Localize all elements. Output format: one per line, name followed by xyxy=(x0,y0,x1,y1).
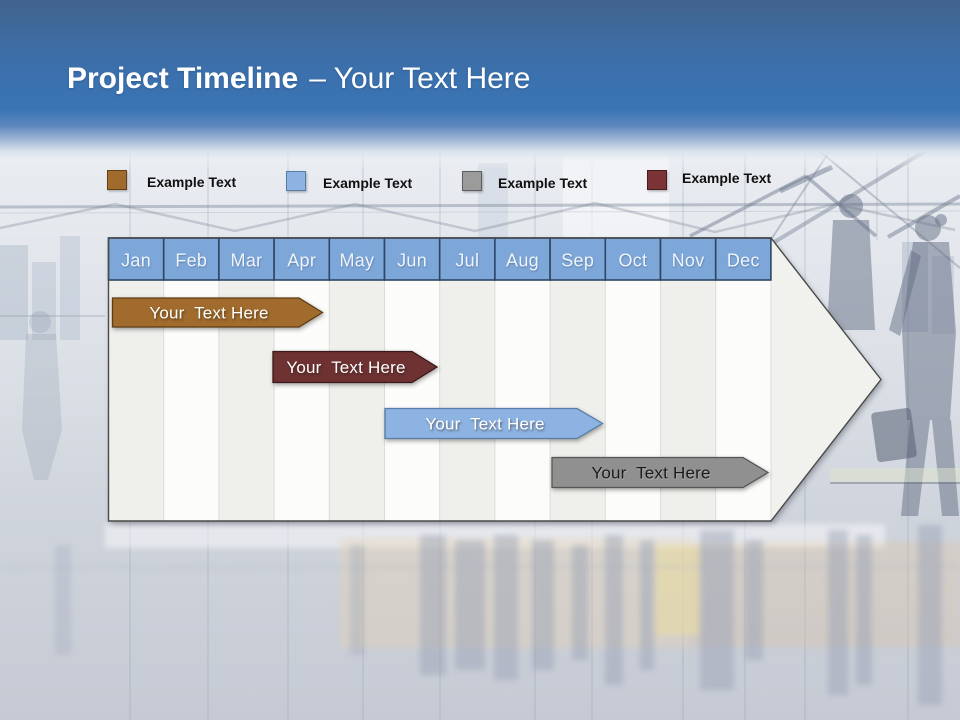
legend-swatch-blue xyxy=(286,171,306,191)
column-stripe xyxy=(329,280,385,521)
chart-reflection-band xyxy=(105,524,885,548)
floor-line xyxy=(0,565,960,569)
month-label: Apr xyxy=(287,251,316,271)
slide-title-subtext: – Your Text Here xyxy=(309,62,531,95)
building-block xyxy=(60,236,80,340)
timeline-arrow-outline xyxy=(107,237,882,522)
month-label: Nov xyxy=(672,251,705,271)
person-body xyxy=(22,334,62,480)
person-torso xyxy=(827,220,875,330)
bar-label: Your Text Here xyxy=(591,464,710,483)
person-hair-bun xyxy=(935,214,947,226)
railing-line xyxy=(0,210,960,214)
month-cell xyxy=(383,237,441,281)
column-stripe xyxy=(439,280,495,521)
timeline-bar-brown: Your Text Here xyxy=(111,297,324,328)
bar-shape-brown xyxy=(111,297,324,328)
slide-title-bold: Project Timeline xyxy=(67,62,299,95)
bar-label: Your Text Here xyxy=(149,304,268,323)
bright-reflection xyxy=(655,545,700,635)
bar-shape-gray xyxy=(551,456,770,489)
building-block xyxy=(32,262,56,340)
bar-label: Your Text Here xyxy=(425,415,544,434)
person-head xyxy=(915,215,941,241)
arrowhead-region xyxy=(771,238,881,521)
floor-reflections xyxy=(0,524,960,705)
month-label: Jan xyxy=(121,251,151,271)
timeline-bar-gray: Your Text Here xyxy=(551,456,770,489)
warm-reflection xyxy=(690,542,960,647)
month-cell xyxy=(549,237,607,281)
bar-label: Your Text Here xyxy=(286,358,405,377)
legend-label: Example Text xyxy=(498,175,588,191)
month-header-labels: Jan Feb Mar Apr May Jun Jul Aug Sep Oct … xyxy=(121,251,760,271)
building-block xyxy=(0,245,28,340)
bar-shape-maroon xyxy=(272,350,439,384)
legend-label: Example Text xyxy=(147,174,237,190)
building-block xyxy=(478,163,508,240)
month-cell xyxy=(438,237,496,281)
person-head xyxy=(839,194,863,218)
lit-floor-band xyxy=(830,468,960,482)
title-band xyxy=(0,0,960,170)
person-head xyxy=(29,311,51,333)
floor-highlight xyxy=(830,468,960,484)
legend-swatch-gray xyxy=(462,171,482,191)
truss-braces xyxy=(0,201,956,234)
month-label: Dec xyxy=(727,251,760,271)
month-label: Sep xyxy=(561,251,594,271)
month-cell xyxy=(659,237,717,281)
leg-reflections xyxy=(55,525,942,705)
legend-label: Example Text xyxy=(682,170,772,186)
month-label: Feb xyxy=(175,251,207,271)
person-arm xyxy=(889,250,921,336)
month-label: Aug xyxy=(506,251,539,271)
bar-shape-blue xyxy=(384,407,604,440)
warm-reflection xyxy=(340,538,690,648)
legend-label: Example Text xyxy=(323,175,413,191)
legend-swatch-brown xyxy=(107,170,127,190)
tripod-joint xyxy=(778,164,834,194)
timeline-bar-maroon: Your Text Here xyxy=(272,350,439,384)
month-label: Jul xyxy=(455,251,479,271)
person-torso xyxy=(902,242,956,420)
people-silhouettes xyxy=(22,194,959,516)
legend-swatch-maroon xyxy=(647,170,667,190)
month-label: Oct xyxy=(618,251,647,271)
slide-title: Project Timeline – Your Text Here xyxy=(67,60,530,98)
month-label: May xyxy=(339,251,374,271)
month-cell xyxy=(162,237,220,281)
month-label: Mar xyxy=(231,251,263,271)
briefcase xyxy=(871,407,917,463)
month-label: Jun xyxy=(397,251,427,271)
railing-line xyxy=(0,202,960,209)
timeline-bar-blue: Your Text Here xyxy=(384,407,604,440)
